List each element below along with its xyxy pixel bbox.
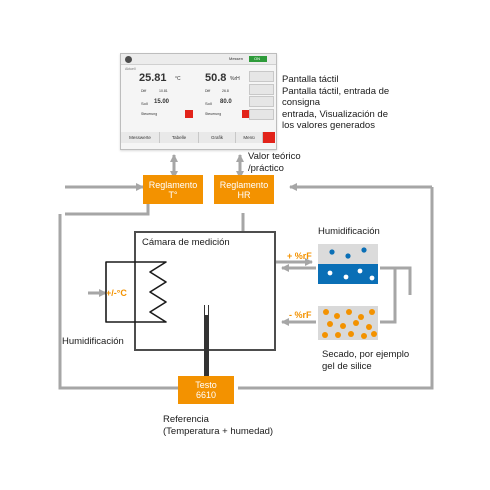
- device-logo-icon: [125, 56, 132, 63]
- humidification-water: [318, 264, 378, 284]
- setpoint-actual-caption: Valor teórico /práctico: [248, 151, 301, 174]
- diff-value-t: 10.81: [159, 89, 168, 93]
- touchscreen-caption-line3: consigna: [282, 97, 321, 108]
- drying-caption-line1: Secado, por ejemplo: [322, 349, 410, 360]
- control-indicator-t[interactable]: [185, 110, 193, 118]
- connector-line-dry-out: [380, 268, 397, 324]
- reference-caption: Referencia (Temperatura + humedad): [163, 414, 273, 437]
- tab-grafik[interactable]: Grafik: [199, 132, 236, 143]
- status-value: ON: [254, 56, 260, 61]
- touchscreen-header-bar: [121, 54, 276, 65]
- temperature-controller-box: Reglamento T°: [143, 175, 203, 204]
- side-button-2[interactable]: [249, 84, 274, 95]
- temperature-controller-line1: Reglamento: [148, 179, 198, 190]
- humidity-unit: %rH: [230, 76, 240, 82]
- humidity-controller-line1: Reglamento: [219, 179, 269, 190]
- setpoint-value-h[interactable]: 80.0: [220, 99, 232, 105]
- drying-caption: Secado, por ejemplo gel de silice: [322, 349, 409, 372]
- side-button-4[interactable]: [249, 109, 274, 120]
- reference-caption-line1: Referencia: [163, 414, 209, 425]
- drying-caption-line2: gel de silice: [322, 360, 372, 372]
- testo-probe-tip: [205, 305, 208, 315]
- heating-coil: [105, 261, 167, 323]
- side-button-1[interactable]: [249, 71, 274, 82]
- diff-label-h: Diff: [205, 89, 211, 93]
- touchscreen-caption-line5: los valores generados: [282, 120, 375, 131]
- setpoint-value-t[interactable]: 15.00: [154, 99, 170, 105]
- reference-caption-line2: (Temperatura + humedad): [163, 425, 274, 437]
- chamber-label: Cámara de medición: [142, 237, 230, 248]
- connector-line-left-lower: [65, 201, 150, 216]
- temperature-value: 25.81: [139, 72, 167, 84]
- touchscreen-caption-line1: Pantalla táctil: [282, 74, 339, 85]
- testo-6610-box: Testo 6610: [178, 376, 234, 404]
- setpoint-actual-line2: /práctico: [248, 162, 284, 174]
- connector-line-bottom-loop: [58, 214, 180, 390]
- tab-menu[interactable]: Menü: [236, 132, 263, 143]
- diff-label-t: Diff: [141, 89, 147, 93]
- humidity-controller-line2: HR: [237, 189, 251, 200]
- humidification-label-left: Humidificación: [62, 336, 124, 347]
- setpoint-actual-line1: Valor teórico: [248, 151, 301, 162]
- alarm-button[interactable]: [263, 132, 275, 143]
- temperature-unit: °C: [175, 76, 181, 82]
- touchscreen-caption-line4: entrada, Visualización de: [282, 108, 388, 120]
- control-indicator-h[interactable]: [242, 110, 250, 118]
- setpoint-label-t: Soll: [141, 101, 148, 106]
- connector-line-right-loop: [238, 187, 434, 390]
- dehumidify-indicator: - %rF: [289, 310, 312, 320]
- control-label-h: Steuerung: [205, 112, 222, 116]
- humidity-value: 50.8: [205, 72, 227, 84]
- tab-messwerte[interactable]: Messwerte: [121, 132, 160, 143]
- humidification-droplets: [329, 247, 367, 259]
- panel-title: Aktuell: [125, 67, 136, 71]
- touchscreen-display[interactable]: Messen ON Aktuell 25.81 °C 50.8 %rH Diff…: [120, 53, 277, 150]
- status-label: Messen: [229, 56, 244, 61]
- setpoint-label-h: Soll: [205, 101, 212, 106]
- control-label-t: Steuerung: [141, 112, 158, 116]
- tab-tabelle[interactable]: Tabelle: [160, 132, 199, 143]
- humidification-bubbles: [327, 268, 375, 281]
- status-badge[interactable]: [249, 56, 267, 62]
- testo-box-line2: 6610: [195, 390, 217, 400]
- temperature-adjust-indicator: +/-°C: [106, 288, 127, 298]
- testo-box-line1: Testo: [195, 380, 217, 390]
- silica-gel-beads: [322, 309, 377, 339]
- touchscreen-caption-line2: Pantalla táctil, entrada de: [282, 85, 390, 97]
- humidification-label-top: Humidificación: [318, 226, 380, 237]
- diff-value-h: 26.8: [222, 89, 229, 93]
- testo-probe-shaft: [204, 305, 209, 377]
- temperature-controller-line2: T°: [168, 189, 178, 200]
- humidity-controller-box: Reglamento HR: [214, 175, 274, 204]
- touchscreen-caption: Pantalla táctil Pantalla táctil, entrada…: [282, 74, 389, 132]
- side-button-3[interactable]: [249, 96, 274, 107]
- connector-line-humid-out: [380, 266, 412, 295]
- humidify-indicator: + %rF: [287, 251, 312, 261]
